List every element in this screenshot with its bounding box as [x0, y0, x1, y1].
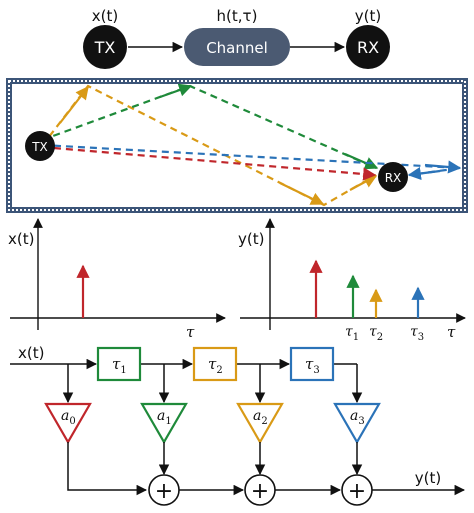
tdl-input-label: x(t)	[18, 344, 44, 362]
gain-a3-label: a3	[350, 408, 365, 427]
input-signal-label: x(t)	[92, 7, 118, 25]
input-impulse-plot: x(t) τ	[8, 218, 226, 341]
green-arrow-2	[344, 152, 379, 170]
gain-a3	[333, 402, 381, 445]
system-block: x(t) h(t,τ) y(t) TX Channel RX	[83, 7, 390, 69]
red-direct-path	[41, 145, 377, 181]
room-tx-node	[25, 131, 55, 161]
gain-a2	[236, 402, 284, 445]
delay-label-2: τ2	[208, 355, 223, 376]
adder-3-symbol: +	[348, 479, 366, 504]
orange-arrow-2	[279, 182, 325, 205]
room-rx-label: RX	[385, 171, 402, 185]
multipath-room: TX RX	[6, 78, 468, 213]
room-tx-label: TX	[31, 140, 48, 154]
right-y-label: y(t)	[238, 230, 264, 248]
tdl-output-label: y(t)	[415, 469, 441, 487]
tau1-tick: τ1	[345, 324, 359, 343]
channel-block	[184, 28, 290, 66]
orange-arrow-1	[59, 85, 89, 124]
adder-2-symbol: +	[251, 479, 269, 504]
tx-node	[83, 25, 127, 69]
right-x-label: τ	[447, 323, 456, 341]
room-rx-node	[378, 162, 408, 192]
tx-node-label: TX	[94, 38, 116, 57]
tau2-tick: τ2	[369, 324, 383, 343]
output-signal-label: y(t)	[355, 7, 381, 25]
a0-to-adder-line	[67, 442, 148, 496]
green-path	[41, 84, 377, 170]
left-x-label: τ	[186, 323, 195, 341]
delay-label-1: τ1	[112, 355, 127, 376]
left-y-label: x(t)	[8, 230, 34, 248]
blue-arrow-1	[424, 160, 462, 174]
orange-arrow-3	[349, 175, 378, 191]
delay-box-2	[192, 346, 238, 382]
rx-node-label: RX	[357, 38, 379, 57]
gain-a0-label: a0	[61, 408, 76, 427]
rx-node	[346, 25, 390, 69]
channel-label: Channel	[206, 39, 268, 57]
room-wall-pattern	[8, 80, 466, 211]
green-arrow-1	[159, 83, 193, 99]
gain-a0	[44, 402, 92, 445]
adder-1-symbol: +	[155, 479, 173, 504]
tapped-delay-line: x(t) τ1 τ2 τ3 a0 a1 a2 a3 +	[10, 344, 466, 506]
delay-box-3	[289, 346, 335, 382]
gain-a1	[140, 402, 188, 445]
gain-a1-label: a1	[157, 408, 172, 427]
delay-box-1	[96, 346, 142, 382]
impulse-response-label: h(t,τ)	[217, 7, 258, 25]
output-impulse-plot: y(t) τ τ1 τ2 τ3	[238, 218, 466, 343]
tau3-tick: τ3	[410, 324, 424, 343]
delay-label-3: τ3	[305, 355, 320, 376]
gain-a2-label: a2	[253, 408, 268, 427]
blue-arrow-2	[407, 166, 441, 181]
